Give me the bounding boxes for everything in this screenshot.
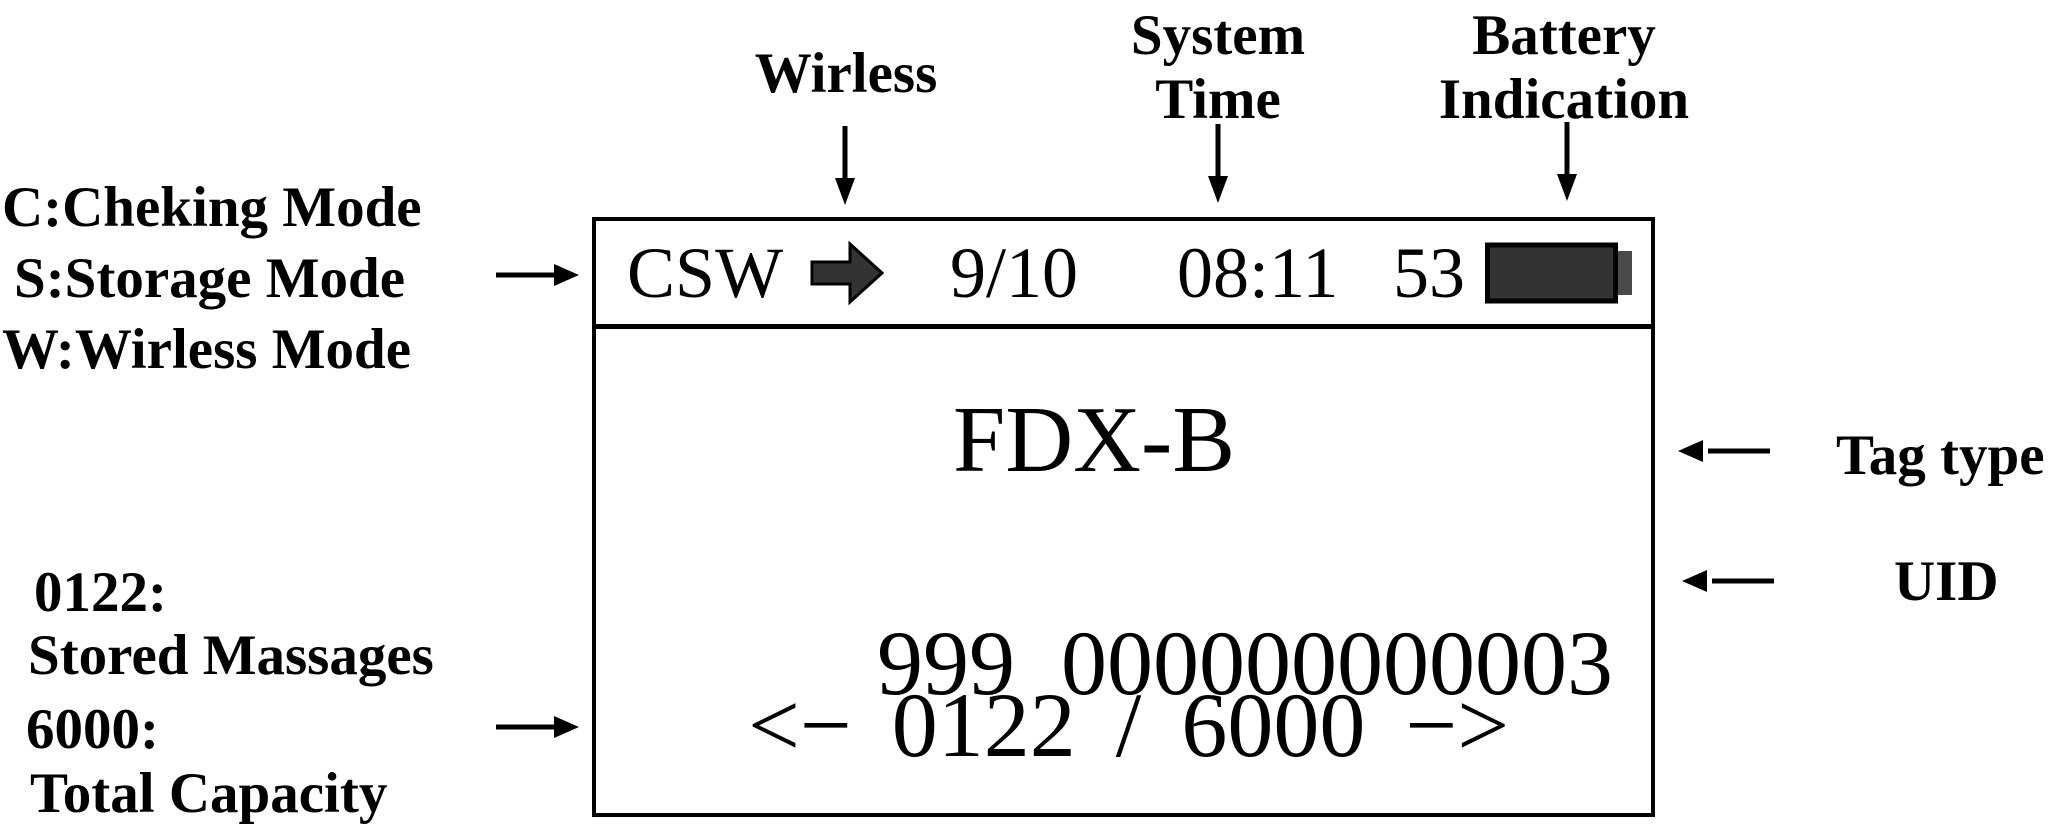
- left-arrow-icon: [1680, 566, 1774, 596]
- system-time-label: System Time: [1068, 4, 1368, 132]
- battery-percent: 53: [1393, 232, 1465, 313]
- battery-indication-label-line1: Battery: [1472, 4, 1656, 67]
- total-count-label: 6000:: [26, 698, 159, 761]
- pager-left-arrow: <−: [748, 674, 852, 776]
- right-arrow-icon: [496, 712, 580, 742]
- status-bar: CSW 9/10 08:11 53: [596, 221, 1651, 329]
- tag-type-value: FDX-B: [953, 388, 1236, 492]
- tag-type-label: Tag type: [1836, 424, 2045, 487]
- battery-indication-label: Battery Indication: [1414, 4, 1714, 132]
- status-date: 9/10: [950, 232, 1079, 313]
- pager-right-arrow: −>: [1405, 674, 1510, 776]
- uid-prefix: 999: [877, 612, 1015, 714]
- battery-icon: [1485, 242, 1618, 303]
- mode-label-wireless: W:Wirless Mode: [2, 318, 411, 381]
- wireless-mode-arrow-icon: [810, 240, 884, 306]
- uid-label: UID: [1894, 550, 1999, 613]
- mode-label-storage: S:Storage Mode: [14, 247, 406, 310]
- left-arrow-icon: [1676, 436, 1770, 466]
- down-arrow-icon: [1554, 122, 1580, 202]
- stored-count-label: 0122:: [34, 561, 167, 624]
- pager-total-capacity: 6000: [1181, 674, 1366, 776]
- uid-value: 999 000000000003: [739, 525, 1613, 801]
- stored-messages-label: Stored Massages: [28, 624, 434, 687]
- screen-main-area: FDX-B 999 000000000003 <− 0122 / 6000 −>: [596, 329, 1651, 809]
- down-arrow-icon: [1205, 124, 1231, 204]
- device-screen: CSW 9/10 08:11 53 FDX-B 999 000000000003…: [592, 217, 1655, 817]
- battery-indication-label-line2: Indication: [1438, 67, 1690, 131]
- uid-number: 000000000003: [1061, 612, 1613, 714]
- pager-separator: /: [1115, 674, 1142, 776]
- right-arrow-icon: [496, 260, 580, 290]
- pager-stored-count: 0122: [891, 674, 1076, 776]
- record-pager: <− 0122 / 6000 −>: [748, 679, 1509, 771]
- system-time-label-line1: System: [1130, 4, 1306, 67]
- mode-label-checking: C:Cheking Mode: [2, 176, 422, 239]
- status-time: 08:11: [1177, 232, 1339, 313]
- total-capacity-label: Total Capacity: [30, 762, 388, 825]
- mode-indicator: CSW: [627, 232, 784, 313]
- battery-icon-nub: [1618, 250, 1632, 295]
- system-time-label-line2: Time: [1155, 67, 1281, 131]
- down-arrow-icon: [832, 126, 858, 206]
- wireless-label: Wirless: [754, 42, 938, 105]
